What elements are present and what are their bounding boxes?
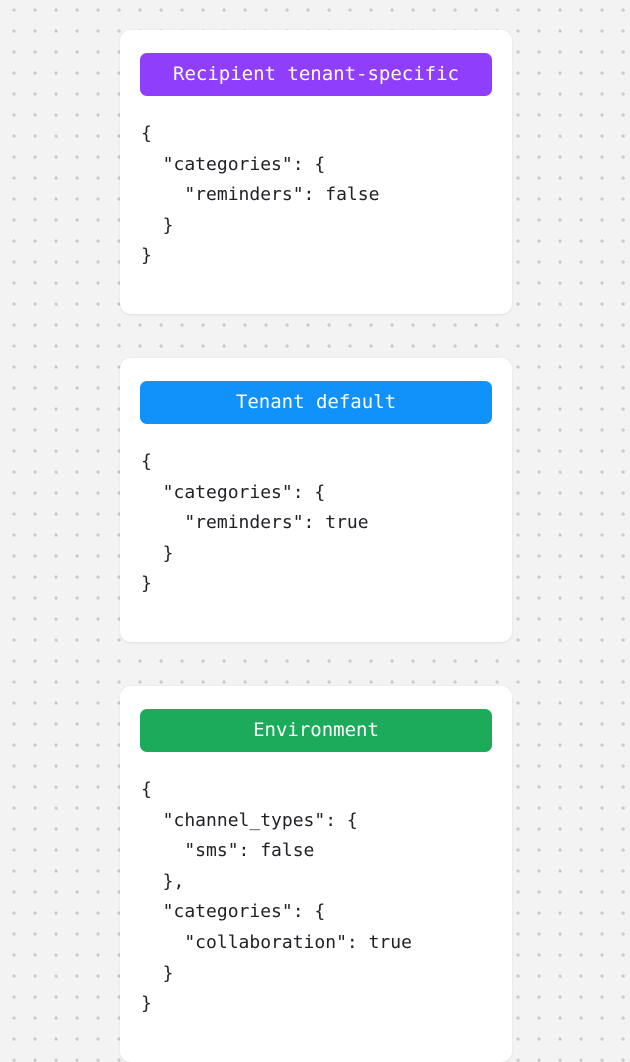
card-header-environment: Environment: [140, 708, 492, 752]
card-body-json-recipient-tenant-specific: { "categories": { "reminders": false } }: [141, 123, 380, 267]
card-header-recipient-tenant-specific: Recipient tenant-specific: [140, 53, 492, 96]
card-environment[interactable]: Environment { "channel_types": { "sms": …: [120, 685, 512, 1062]
preference-override-card-stack: Recipient tenant-specific { "categories"…: [120, 30, 512, 1062]
card-tenant-default[interactable]: Tenant default { "categories": { "remind…: [120, 357, 512, 642]
card-body-json-tenant-default: { "categories": { "reminders": true } }: [141, 450, 369, 595]
card-header-tenant-default: Tenant default: [140, 380, 492, 424]
card-body-json-environment: { "channel_types": { "sms": false }, "ca…: [141, 778, 412, 1015]
card-recipient-tenant-specific[interactable]: Recipient tenant-specific { "categories"…: [120, 30, 512, 314]
